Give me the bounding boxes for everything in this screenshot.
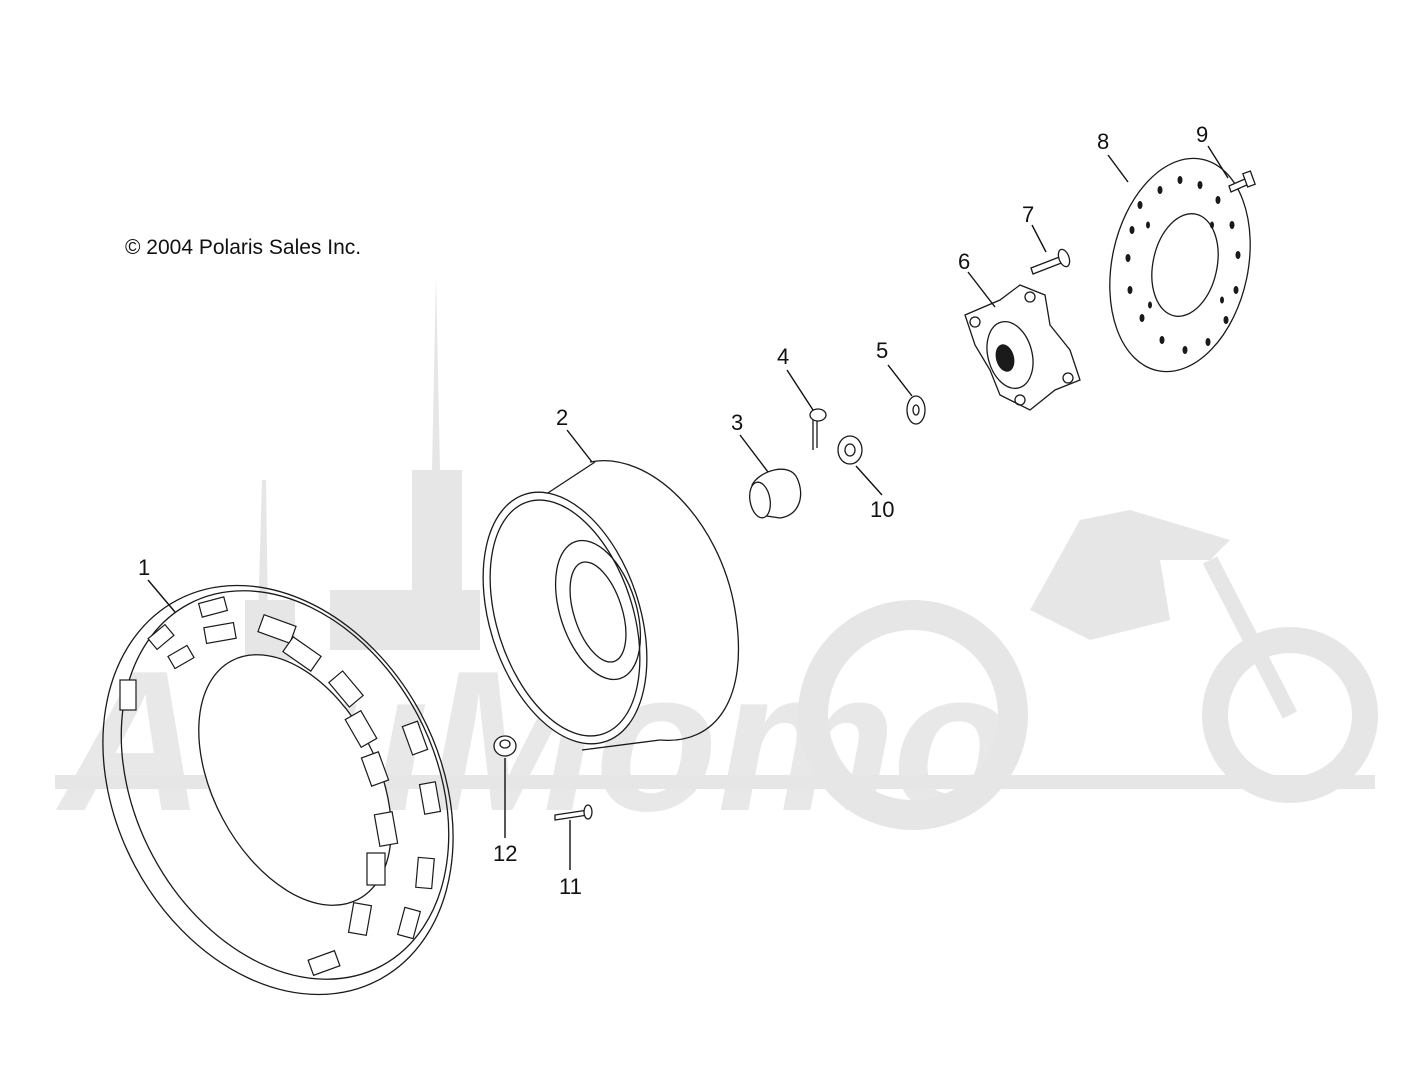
tire bbox=[102, 584, 454, 996]
disc-bolt bbox=[1228, 170, 1256, 193]
copyright-notice: © 2004 Polaris Sales Inc. bbox=[125, 236, 362, 259]
wheel-stud bbox=[554, 804, 593, 821]
washer bbox=[906, 395, 926, 425]
part-label-1: 1 bbox=[138, 555, 150, 580]
leader-lines bbox=[147, 145, 1229, 870]
wheel-rim bbox=[482, 460, 740, 751]
part-label-8: 8 bbox=[1097, 129, 1109, 154]
part-label-5: 5 bbox=[876, 338, 888, 363]
wheel-hub bbox=[964, 284, 1081, 411]
hub-bolt bbox=[1030, 248, 1071, 275]
hub-cap bbox=[749, 468, 802, 519]
part-label-11: 11 bbox=[559, 874, 582, 899]
part-label-2: 2 bbox=[556, 405, 568, 430]
brake-disc bbox=[1109, 157, 1251, 373]
part-label-4: 4 bbox=[777, 344, 789, 369]
part-label-7: 7 bbox=[1022, 202, 1034, 227]
cotter-pin bbox=[809, 408, 827, 450]
castle-nut bbox=[837, 435, 863, 465]
part-label-6: 6 bbox=[958, 249, 970, 274]
lug-nut bbox=[493, 735, 517, 757]
part-label-3: 3 bbox=[731, 410, 743, 435]
part-label-12: 12 bbox=[493, 841, 517, 866]
part-label-10: 10 bbox=[870, 497, 894, 522]
part-labels: 1 2 3 4 5 6 7 8 9 10 11 12 bbox=[138, 122, 1208, 899]
part-label-9: 9 bbox=[1196, 122, 1208, 147]
